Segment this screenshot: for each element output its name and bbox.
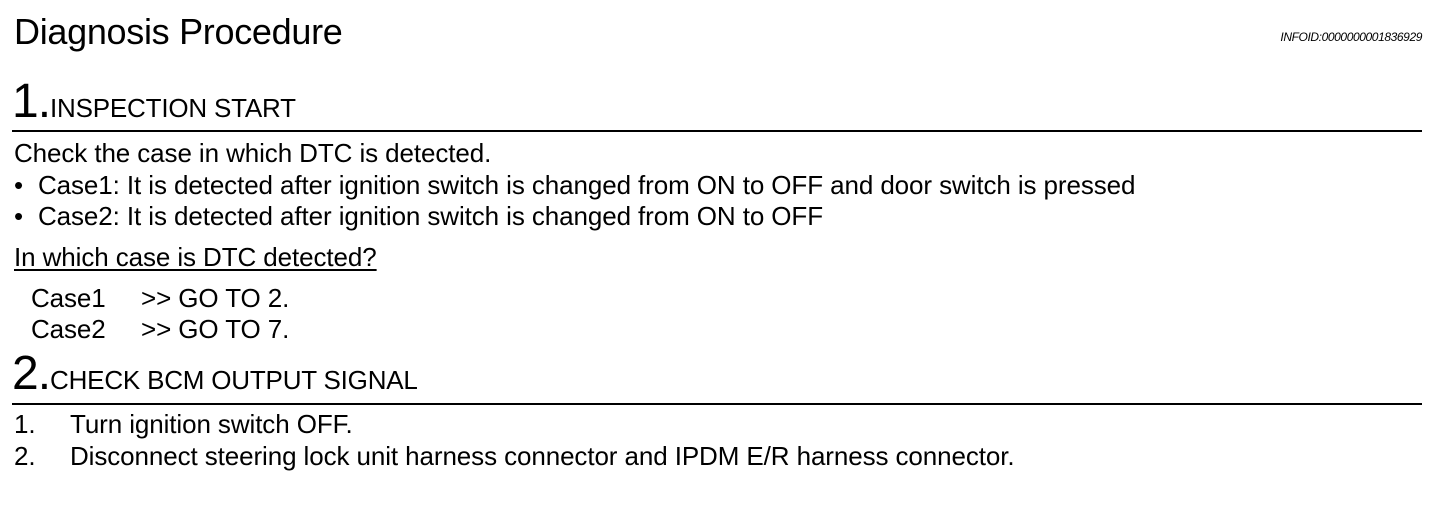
numbered-item-1: 1. Turn ignition switch OFF. (14, 409, 353, 439)
answer-action: >> GO TO 2. (141, 283, 290, 313)
info-id: INFOID:0000000001836929 (1280, 30, 1422, 44)
bullet-dot: • (14, 170, 24, 200)
step-2-divider (12, 403, 1422, 405)
step-1-intro: Check the case in which DTC is detected. (14, 138, 492, 168)
bullet-item-case2: • Case2: It is detected after ignition sw… (14, 201, 823, 231)
bullet-item-case1: • Case1: It is detected after ignition sw… (14, 170, 1135, 200)
answer-label: Case2 (31, 314, 106, 344)
step-1-number: 1. (12, 75, 51, 128)
answer-label: Case1 (31, 283, 106, 313)
item-text: Turn ignition switch OFF. (70, 409, 353, 439)
item-text: Disconnect steering lock unit harness co… (70, 441, 1015, 471)
numbered-item-2: 2. Disconnect steering lock unit harness … (14, 441, 1015, 471)
step-1-heading: 1.INSPECTION START (12, 78, 296, 126)
step-1-divider (12, 130, 1422, 132)
step-2-heading: 2.CHECK BCM OUTPUT SIGNAL (12, 350, 418, 398)
page-title: Diagnosis Procedure (14, 11, 343, 52)
step-2-title: CHECK BCM OUTPUT SIGNAL (50, 365, 418, 395)
step-1-title: INSPECTION START (50, 93, 296, 123)
bullet-text: Case2: It is detected after ignition swi… (38, 201, 823, 231)
step-1-question: In which case is DTC detected? (14, 242, 377, 272)
answer-case2: Case2 >> GO TO 7. (31, 314, 289, 344)
bullet-text: Case1: It is detected after ignition swi… (38, 170, 1136, 200)
step-2-number: 2. (12, 347, 51, 400)
bullet-dot: • (14, 201, 24, 231)
item-number: 1. (14, 409, 36, 439)
item-number: 2. (14, 441, 36, 471)
answer-action: >> GO TO 7. (141, 314, 290, 344)
answer-case1: Case1 >> GO TO 2. (31, 283, 289, 313)
